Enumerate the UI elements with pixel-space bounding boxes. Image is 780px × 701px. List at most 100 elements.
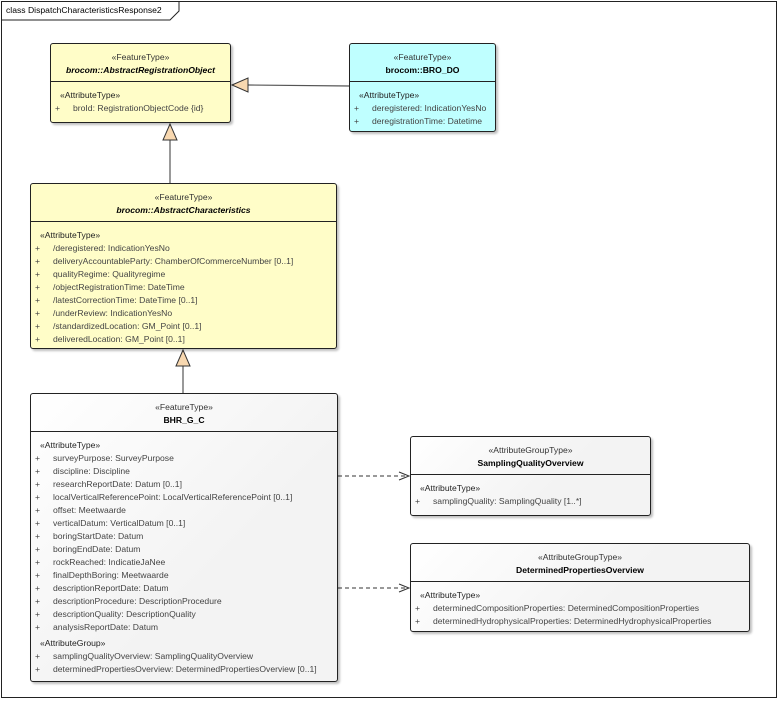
section-stereotype: «AttributeGroup» [40, 638, 106, 648]
attribute-text: deregistrationTime: Datetime [372, 116, 483, 126]
dependency-sampling-quality-overview[interactable] [338, 471, 411, 481]
attribute-text: finalDepthBoring: Meetwaarde [53, 570, 169, 580]
visibility-public-marker: + [35, 282, 41, 292]
class-bro-do[interactable]: «FeatureType»brocom::BRO_DO«AttributeTyp… [349, 43, 496, 132]
attribute-text: descriptionQuality: DescriptionQuality [53, 609, 196, 619]
class-stereotype: «FeatureType» [111, 52, 170, 62]
attribute-row[interactable]: +surveyPurpose: SurveyPurpose [31, 452, 337, 465]
visibility-public-marker: + [35, 269, 41, 279]
visibility-public-marker: + [35, 321, 41, 331]
attribute-row[interactable]: +samplingQuality: SamplingQuality [1..*] [411, 495, 650, 508]
attribute-row[interactable]: + deliveredLocation: GM_Point [0..1] [31, 333, 336, 346]
class-stereotype: «AttributeGroupType» [488, 445, 573, 455]
attribute-row[interactable]: + descriptionReportDate: Datum [31, 582, 337, 595]
visibility-public-marker: + [35, 466, 41, 476]
class-bhr-g-c[interactable]: «FeatureType»BHR_G_C«AttributeType»+surv… [30, 393, 338, 682]
attribute-text: deregistered: IndicationYesNo [372, 103, 487, 113]
class-sampling-quality-overview[interactable]: «AttributeGroupType»SamplingQualityOverv… [410, 436, 651, 516]
class-name: BHR_G_C [163, 415, 205, 425]
visibility-public-marker: + [35, 622, 41, 632]
section-stereotype: «AttributeType» [60, 90, 121, 100]
attribute-row[interactable]: + qualityRegime: Qualityregime [31, 268, 336, 281]
attribute-row[interactable]: + descriptionQuality: DescriptionQuality [31, 608, 337, 621]
class-stereotype: «AttributeGroupType» [537, 552, 623, 562]
visibility-public-marker: + [35, 479, 41, 489]
visibility-public-marker: + [35, 518, 41, 528]
attribute-text: broId: RegistrationObjectCode {id} [73, 103, 204, 113]
attribute-row[interactable]: + /deregistered: IndicationYesNo [31, 242, 336, 255]
attribute-text: boringEndDate: Datum [53, 544, 141, 554]
class-abstract-characteristics[interactable]: «FeatureType»brocom::AbstractCharacteris… [30, 183, 337, 349]
visibility-public-marker: + [35, 334, 41, 344]
attribute-text: /underReview: IndicationYesNo [53, 308, 173, 318]
section-stereotype: «AttributeType» [420, 590, 481, 600]
attribute-text: determinedCompositionProperties: Determi… [433, 603, 700, 613]
visibility-public-marker: + [415, 496, 421, 506]
attribute-text: /latestCorrectionTime: DateTime [0..1] [53, 295, 198, 305]
attribute-row[interactable]: + broId: RegistrationObjectCode {id} [51, 102, 230, 115]
visibility-public-marker: + [35, 505, 41, 515]
class-stereotype: «FeatureType» [393, 52, 452, 62]
generalization-bro-do[interactable] [230, 77, 351, 93]
visibility-public-marker: + [35, 664, 41, 674]
attribute-row[interactable]: +determinedHydrophysicalProperties: Dete… [411, 615, 749, 628]
visibility-public-marker: + [55, 103, 61, 113]
attribute-text: /deregistered: IndicationYesNo [53, 243, 170, 253]
attribute-row[interactable]: + deregistrationTime: Datetime [350, 115, 495, 128]
attribute-row[interactable]: + determinedPropertiesOverview: Determine… [31, 663, 337, 676]
visibility-public-marker: + [35, 531, 41, 541]
attribute-text: localVerticalReferencePoint: LocalVertic… [53, 492, 293, 502]
attribute-text: deliveredLocation: GM_Point [0..1] [53, 334, 185, 344]
visibility-public-marker: + [35, 596, 41, 606]
visibility-public-marker: + [35, 651, 41, 661]
visibility-public-marker: + [35, 570, 41, 580]
class-abstract-registration-object[interactable]: «FeatureType»brocom::AbstractRegistratio… [50, 43, 231, 123]
attribute-text: determinedPropertiesOverview: Determined… [53, 664, 317, 674]
attribute-row[interactable]: + finalDepthBoring: Meetwaarde [31, 569, 337, 582]
visibility-public-marker: + [35, 583, 41, 593]
attribute-row[interactable]: +samplingQualityOverview: SamplingQualit… [31, 650, 337, 663]
diagram-title: class DispatchCharacteristicsResponse2 [6, 5, 162, 15]
attribute-text: determinedHydrophysicalProperties: Deter… [433, 616, 712, 626]
attribute-text: verticalDatum: VerticalDatum [0..1] [53, 518, 186, 528]
attribute-row[interactable]: +rockReached: IndicatieJaNee [31, 556, 337, 569]
visibility-public-marker: + [354, 116, 360, 126]
attribute-text: descriptionReportDate: Datum [53, 583, 169, 593]
attribute-row[interactable]: +offset: Meetwaarde [31, 504, 337, 517]
attribute-row[interactable]: +/standardizedLocation: GM_Point [0..1] [31, 320, 336, 333]
class-header: «FeatureType»brocom::AbstractRegistratio… [51, 44, 230, 82]
attribute-text: deliveryAccountableParty: ChamberOfComme… [53, 256, 294, 266]
generalization-abstract-characteristics[interactable] [162, 122, 178, 183]
attribute-row[interactable]: +analysisReportDate: Datum [31, 621, 337, 634]
attribute-row[interactable]: + determinedCompositionProperties: Determ… [411, 602, 749, 615]
attribute-row[interactable]: +/underReview: IndicationYesNo [31, 307, 336, 320]
section-stereotype: «AttributeType» [40, 230, 101, 240]
class-name: DeterminedPropertiesOverview [515, 565, 644, 575]
attribute-row[interactable]: + deregistered: IndicationYesNo [350, 102, 495, 115]
attribute-row[interactable]: +deliveryAccountableParty: ChamberOfComm… [31, 255, 336, 268]
attribute-row[interactable]: +descriptionProcedure: DescriptionProced… [31, 595, 337, 608]
attribute-row[interactable]: +/latestCorrectionTime: DateTime [0..1] [31, 294, 336, 307]
visibility-public-marker: + [354, 103, 360, 113]
attribute-row[interactable]: +localVerticalReferencePoint: LocalVerti… [31, 491, 337, 504]
attribute-row[interactable]: +researchReportDate: Datum [0..1] [31, 478, 337, 491]
attribute-row[interactable]: +discipline: Discipline [31, 465, 337, 478]
class-determined-properties-overview[interactable]: «AttributeGroupType» DeterminedProperties… [410, 543, 750, 632]
attribute-row[interactable]: +boringEndDate: Datum [31, 543, 337, 556]
visibility-public-marker: + [35, 609, 41, 619]
attribute-text: surveyPurpose: SurveyPurpose [53, 453, 174, 463]
attribute-row[interactable]: +/objectRegistrationTime: DateTime [31, 281, 336, 294]
attribute-row[interactable]: + boringStartDate: Datum [31, 530, 337, 543]
dependency-determined-properties-overview[interactable] [338, 583, 411, 593]
visibility-public-marker: + [415, 603, 421, 613]
attribute-row[interactable]: + verticalDatum: VerticalDatum [0..1] [31, 517, 337, 530]
class-name: brocom::AbstractCharacteristics [116, 205, 251, 215]
attribute-text: boringStartDate: Datum [53, 531, 144, 541]
class-attributes: «AttributeType»+samplingQuality: Samplin… [411, 475, 650, 508]
class-name: brocom::AbstractRegistrationObject [66, 65, 215, 75]
attribute-text: qualityRegime: Qualityregime [53, 269, 166, 279]
generalization-bhr-g-c[interactable] [175, 348, 191, 393]
visibility-public-marker: + [35, 243, 41, 253]
class-name: brocom::BRO_DO [385, 65, 460, 75]
